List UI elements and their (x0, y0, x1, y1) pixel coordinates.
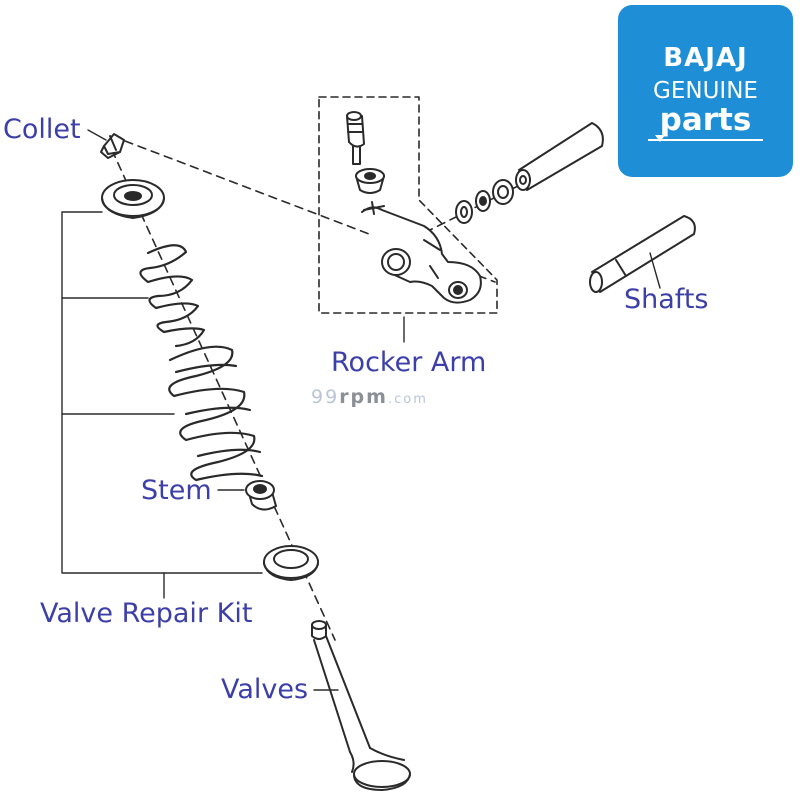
washer-part-1 (455, 200, 473, 224)
leader-lines (61, 129, 661, 691)
lock-nut-part (355, 168, 385, 194)
spring-seat-part (263, 545, 319, 581)
washer-part-2 (475, 190, 491, 212)
watermark-part-3: .com (387, 392, 428, 407)
logo-line1: GENUINE (653, 78, 758, 104)
logo-arrow-icon (655, 135, 665, 142)
inner-spring-part (139, 244, 206, 348)
stem-seal-part (245, 480, 277, 511)
valve-repair-kit-label: Valve Repair Kit (40, 598, 253, 629)
outer-spring-part (168, 345, 264, 482)
logo-brand: BAJAJ (663, 43, 748, 73)
rocker-arm-box (318, 96, 498, 314)
stem-label: Stem (141, 475, 212, 506)
rocker-arm-part (361, 201, 482, 304)
valves-label: Valves (221, 674, 309, 705)
shaft-pin-part (589, 215, 696, 293)
watermark-part-2: rpm (339, 386, 388, 408)
adjuster-screw-part (346, 111, 365, 165)
logo-line2: parts (659, 102, 752, 138)
watermark: 99rpm.com (311, 386, 428, 408)
collet-label: Collet (3, 114, 81, 145)
watermark-part-1: 99 (311, 386, 340, 408)
bajaj-genuine-parts-logo: BAJAJ GENUINE parts (618, 5, 793, 177)
shafts-label: Shafts (624, 284, 709, 315)
spring-retainer-part (101, 179, 165, 219)
valve-part (311, 620, 411, 791)
washer-part-3 (492, 179, 514, 205)
collet-part (100, 133, 125, 159)
rocker-arm-label: Rocker Arm (331, 347, 487, 378)
logo-underline (648, 139, 763, 141)
rocker-shaft-part (515, 122, 604, 191)
